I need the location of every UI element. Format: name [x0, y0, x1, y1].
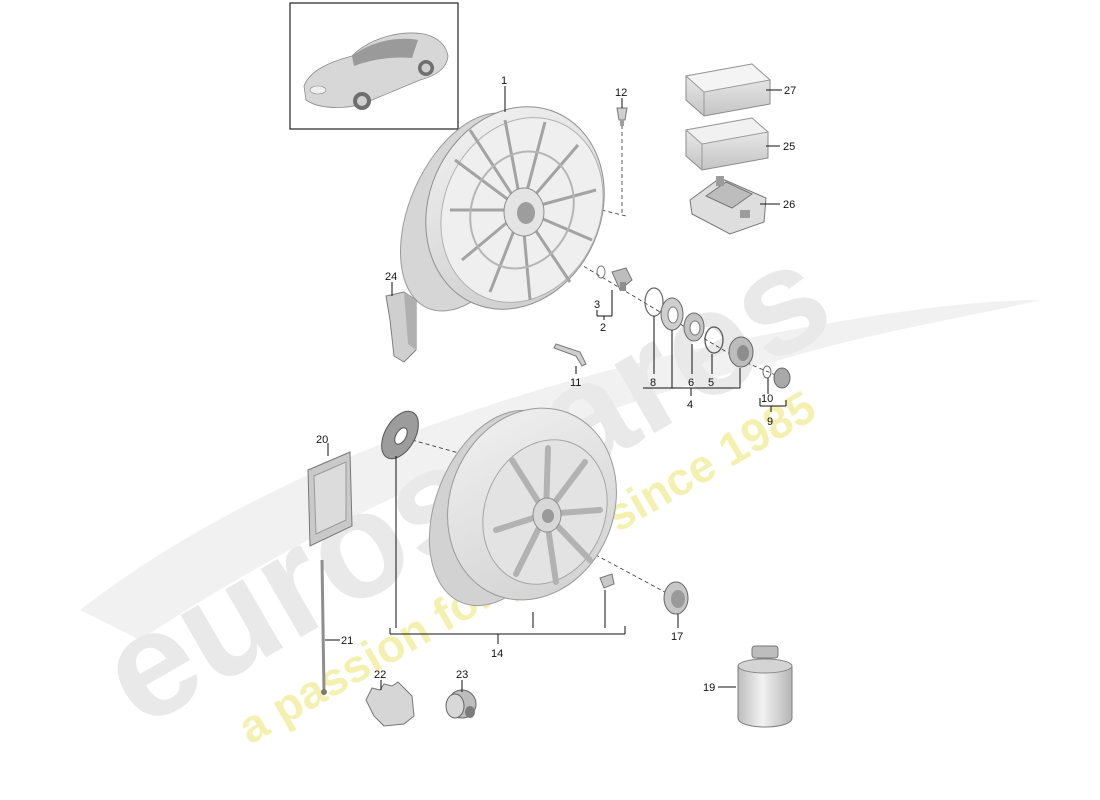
- callout-6: 6: [688, 377, 694, 389]
- valve-icon: [596, 265, 633, 291]
- seal-ring-icon: [704, 326, 724, 354]
- cap-icon: [762, 365, 791, 389]
- callout-3: 3: [594, 299, 600, 311]
- callout-4: 4: [687, 399, 693, 411]
- callout-27: 27: [784, 85, 796, 97]
- callout-1: 1: [501, 75, 507, 87]
- spacer-ring-icon: [660, 297, 705, 342]
- wheel-spacer-icon: [381, 410, 419, 460]
- module-box-icon: [684, 117, 770, 171]
- clip-icon: [553, 343, 587, 367]
- hub-nut-icon: [728, 336, 754, 368]
- callouts: 1 12 27 25 26 24 3 2 11 8 6 5 7 4 10 9 2…: [316, 75, 796, 694]
- callout-20: 20: [316, 434, 328, 446]
- car-thumbnail: [289, 2, 459, 130]
- callout-22: 22: [374, 669, 386, 681]
- control-unit-box-icon: [684, 63, 772, 117]
- callout-12: 12: [615, 87, 627, 99]
- callout-5: 5: [708, 377, 714, 389]
- callout-21: 21: [341, 635, 353, 647]
- mounting-bracket-icon: [689, 176, 767, 235]
- callout-11: 11: [570, 377, 581, 389]
- compressor-connector-icon: [445, 689, 477, 719]
- center-cap-icon: [663, 581, 689, 615]
- callout-8: 8: [650, 377, 656, 389]
- complete-wheel-icon: [428, 407, 617, 607]
- callout-14: 14: [491, 648, 503, 660]
- callout-10: 10: [761, 393, 773, 405]
- callout-26: 26: [783, 199, 795, 211]
- glove-icon: [365, 681, 415, 727]
- callout-17: 17: [671, 631, 683, 643]
- tire-sealant-label-icon: [307, 451, 353, 547]
- wheel-valve-icon: [599, 573, 615, 589]
- alloy-wheel-front-icon: [400, 106, 605, 312]
- callout-24: 24: [385, 271, 397, 283]
- bracket-icon: [385, 291, 417, 363]
- sealant-bottle-icon: [737, 645, 793, 728]
- valve-screw-icon: [616, 107, 628, 126]
- callout-9: 9: [767, 416, 773, 428]
- callout-25: 25: [783, 141, 795, 153]
- callout-23: 23: [456, 669, 468, 681]
- rod-icon: [320, 559, 327, 695]
- watermark-swoosh: [80, 300, 1040, 640]
- callout-19: 19: [703, 682, 715, 694]
- leader-lines: [325, 86, 787, 692]
- callout-2: 2: [600, 322, 606, 334]
- car-icon: [303, 32, 449, 110]
